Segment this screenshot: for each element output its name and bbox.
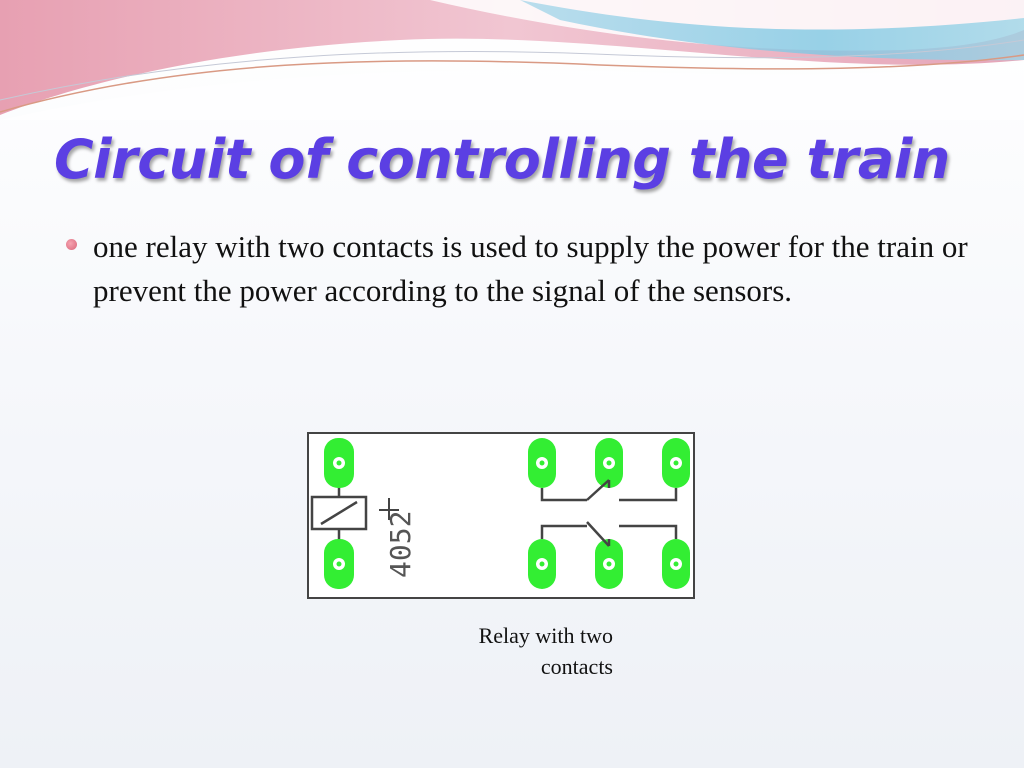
coil-symbol <box>310 488 368 539</box>
coil-pad-bottom <box>324 539 354 589</box>
component-label: 4052 <box>384 511 417 578</box>
contact-pad-3 <box>662 438 690 488</box>
board-outline <box>307 432 695 599</box>
contact-pad-4 <box>528 539 556 589</box>
slide-title: Circuit of controlling the train <box>54 128 950 191</box>
contact-pad-5 <box>595 539 623 589</box>
figure-caption: Relay with two contacts <box>478 623 613 679</box>
relay-pcb-diagram: 4052 <box>307 432 695 599</box>
header-wave-decoration <box>0 0 1024 120</box>
contact-pad-6 <box>662 539 690 589</box>
bullet-text: one relay with two contacts is used to s… <box>93 229 968 308</box>
contact-pad-1 <box>528 438 556 488</box>
coil-pad-top <box>324 438 354 488</box>
contact-pad-2 <box>595 438 623 488</box>
bullet-dot-icon <box>66 239 77 250</box>
contact-switch-upper <box>540 479 678 502</box>
contact-switch-lower <box>540 521 678 547</box>
bullet-list: one relay with two contacts is used to s… <box>66 225 971 313</box>
bullet-item: one relay with two contacts is used to s… <box>66 225 971 313</box>
